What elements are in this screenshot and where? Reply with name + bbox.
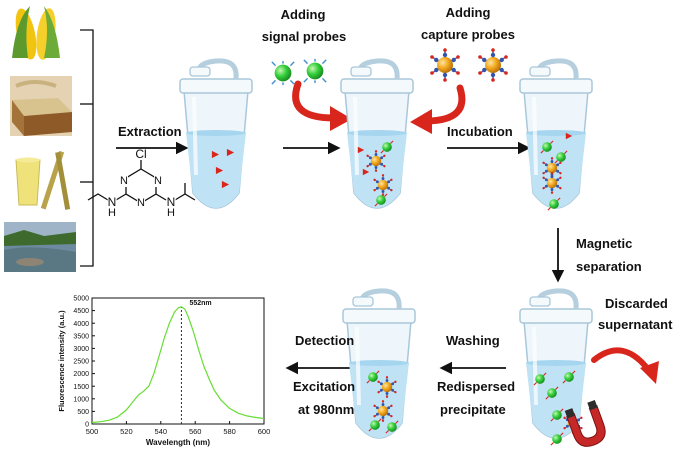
sample-bracket xyxy=(80,29,94,267)
y-tick-label: 4500 xyxy=(73,308,89,315)
redispersed-label-1: Redispersed xyxy=(437,379,516,394)
y-tick-label: 0 xyxy=(85,422,89,429)
detection-label: Detection xyxy=(295,333,355,348)
discarded-label-1: Discarded xyxy=(605,296,668,311)
adding-signal-label-2: signal probes xyxy=(261,29,347,44)
atom-nh-left: N xyxy=(107,195,117,209)
x-tick-label: 520 xyxy=(120,427,133,436)
sugarcane-juice-image xyxy=(4,148,72,210)
signal-probe-free-1 xyxy=(271,60,295,86)
signal-probe-free-2 xyxy=(303,58,327,84)
adding-capture-label-1: Adding xyxy=(445,5,491,20)
x-tick-label: 560 xyxy=(189,427,202,436)
discarded-label-2: supernatant xyxy=(598,317,673,332)
x-tick-label: 580 xyxy=(223,427,236,436)
atom-h-left: H xyxy=(108,207,116,219)
y-tick-label: 3000 xyxy=(73,346,89,353)
atom-n-right: N xyxy=(154,175,162,187)
atom-h-right: H xyxy=(167,207,175,219)
excitation-label-1: Excitation xyxy=(293,379,356,394)
redispersed-label-2: precipitate xyxy=(440,402,506,417)
magnetic-label-2: separation xyxy=(576,259,642,274)
y-tick-label: 4000 xyxy=(73,321,89,328)
atom-nh-right: N xyxy=(166,195,176,209)
tube-2 xyxy=(341,61,413,208)
x-axis-label: Wavelength (nm) xyxy=(146,438,210,447)
y-tick-label: 1500 xyxy=(73,384,89,391)
spectrum-line xyxy=(91,306,265,424)
y-tick-label: 3500 xyxy=(73,333,89,340)
atom-cl: Cl xyxy=(135,147,147,161)
corn-image xyxy=(4,0,70,64)
capture-probe-free-1 xyxy=(429,48,461,82)
grain-box-image xyxy=(10,76,72,136)
tube-1 xyxy=(180,61,252,208)
red-arrow-capture xyxy=(410,84,466,134)
incubation-label: Incubation xyxy=(447,124,513,139)
y-tick-label: 2500 xyxy=(73,359,89,366)
river-image xyxy=(4,222,76,272)
x-tick-label: 600 xyxy=(258,427,271,436)
x-tick-label: 540 xyxy=(155,427,168,436)
adding-signal-label-1: Adding xyxy=(280,7,326,22)
y-axis-label: Fluorescence intensity (a.u.) xyxy=(57,310,66,412)
magnetic-label-1: Magnetic xyxy=(576,236,633,251)
y-tick-label: 500 xyxy=(77,409,89,416)
adding-capture-label-2: capture probes xyxy=(421,27,515,42)
x-tick-label: 500 xyxy=(86,427,99,436)
excitation-label-2: at 980nm xyxy=(298,402,355,417)
washing-label: Washing xyxy=(446,333,500,348)
y-tick-label: 1000 xyxy=(73,396,89,403)
plot-frame xyxy=(91,297,265,425)
red-arrow-signal xyxy=(292,80,352,131)
extraction-label: Extraction xyxy=(118,124,182,139)
peak-label: 552nm xyxy=(189,300,211,307)
y-tick-label: 5000 xyxy=(73,296,89,303)
atom-n-bottom: N xyxy=(137,197,145,209)
magnet-icon xyxy=(564,399,606,447)
atom-n-left: N xyxy=(120,175,128,187)
red-arrow-discard xyxy=(591,347,659,384)
capture-probe-free-2 xyxy=(477,48,509,82)
y-tick-label: 2000 xyxy=(73,371,89,378)
